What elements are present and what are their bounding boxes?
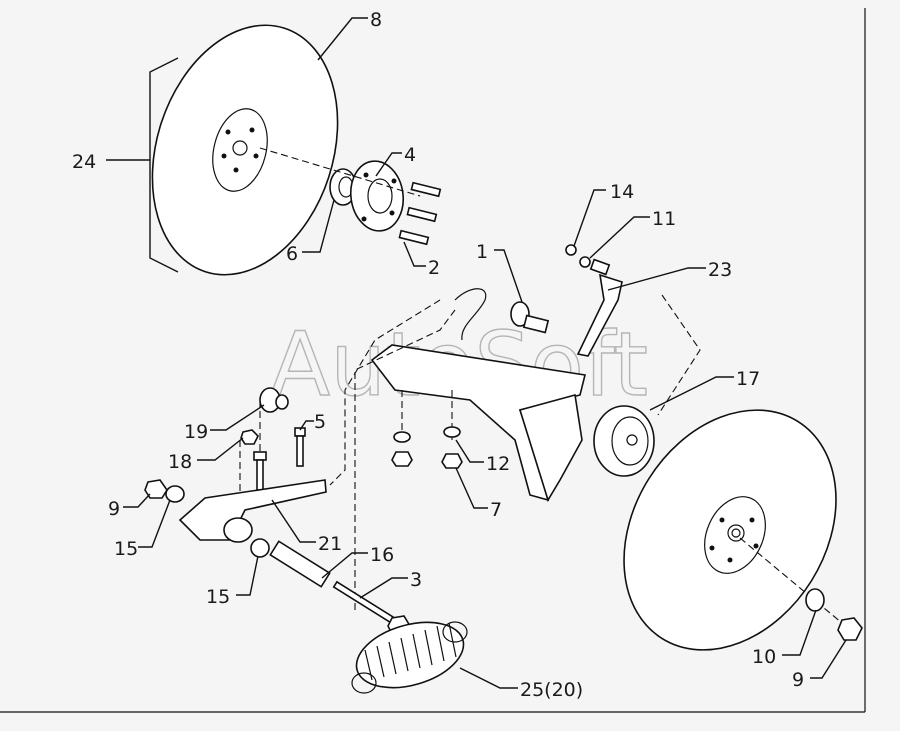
callout-2: 2 — [428, 257, 440, 279]
nut-9-left — [144, 479, 168, 499]
callout-21: 21 — [318, 533, 342, 555]
guide-spring — [354, 309, 456, 610]
bolts-5 — [253, 427, 306, 491]
arm-21 — [178, 479, 327, 541]
callout-3: 3 — [410, 569, 422, 591]
bushing — [589, 258, 611, 276]
callout-23: 23 — [708, 259, 732, 281]
callout-18: 18 — [168, 451, 192, 473]
nut-9-right — [837, 617, 863, 641]
cap-17 — [593, 405, 655, 477]
callout-19: 19 — [184, 421, 208, 443]
callout-1: 1 — [476, 241, 488, 263]
arm-eye — [223, 517, 253, 543]
scraper-frame — [370, 288, 586, 502]
callout-15-upper: 15 — [114, 538, 138, 560]
leader-lines — [106, 17, 847, 689]
flange-bolts-2 — [398, 181, 442, 246]
spring-25 — [351, 621, 468, 694]
nut-7 — [441, 453, 463, 469]
bolt-3-shank — [332, 580, 398, 626]
callout-24: 24 — [72, 151, 96, 173]
callout-14: 14 — [610, 181, 634, 203]
callout-10: 10 — [752, 646, 776, 668]
bolt-1 — [510, 301, 550, 334]
nipple-18 — [240, 429, 259, 445]
callout-15-lower: 15 — [206, 586, 230, 608]
callout-5: 5 — [314, 411, 326, 433]
upper-disc — [151, 24, 339, 276]
guide-left — [329, 299, 441, 486]
washer-11 — [579, 256, 591, 268]
bushing-15-lower — [250, 538, 270, 558]
hub-flange-4 — [349, 160, 405, 232]
washer-12 — [443, 426, 461, 438]
callout-12: 12 — [486, 453, 510, 475]
lower-disc — [623, 409, 837, 651]
guide-scraper — [657, 294, 701, 416]
lower-axis — [739, 537, 849, 629]
bracket-24 — [149, 57, 179, 273]
upper-axis — [259, 147, 421, 197]
callout-4: 4 — [404, 144, 416, 166]
callout-16: 16 — [370, 544, 394, 566]
nut-left — [391, 451, 413, 467]
fitting-19 — [259, 387, 289, 413]
sleeve-16 — [269, 540, 331, 588]
washer-left — [393, 431, 411, 443]
scraper-23 — [576, 273, 623, 357]
callout-17: 17 — [736, 368, 760, 390]
callout-25-20: 25(20) — [520, 679, 583, 701]
bearing-6 — [329, 168, 357, 206]
callout-11: 11 — [652, 208, 676, 230]
washer-14 — [565, 244, 577, 256]
callout-6: 6 — [286, 243, 298, 265]
callout-9-left: 9 — [108, 498, 120, 520]
callout-7: 7 — [490, 499, 502, 521]
callout-8: 8 — [370, 9, 382, 31]
callout-9-right: 9 — [792, 669, 804, 691]
washer-10 — [805, 588, 825, 612]
bushing-15-upper — [165, 485, 185, 503]
